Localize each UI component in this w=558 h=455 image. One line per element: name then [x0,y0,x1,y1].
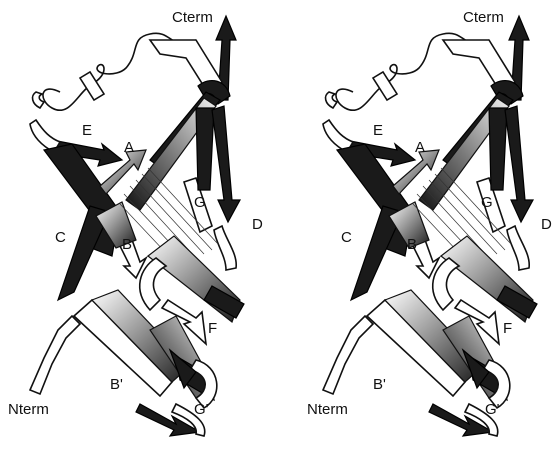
label-cterm: Cterm [463,9,504,26]
label-a: A [124,139,134,156]
label-b-prime: B' [373,376,386,393]
label-cterm: Cterm [172,9,213,26]
label-f: F [503,320,512,337]
label-nterm: Nterm [8,401,49,418]
label-b: B [122,236,132,253]
label-g-prime: G' [485,401,500,418]
right-view: Cterm E A G D C B F B' Nterm G' [307,9,552,436]
label-c: C [55,229,66,246]
label-b-prime: B' [110,376,123,393]
label-b: B [407,236,417,253]
label-nterm: Nterm [307,401,348,418]
label-g-prime: G' [194,401,209,418]
label-e: E [373,122,383,139]
label-g: G [194,194,206,211]
label-e: E [82,122,92,139]
label-g: G [481,194,493,211]
label-d: D [541,216,552,233]
label-a: A [415,139,425,156]
label-c: C [341,229,352,246]
label-d: D [252,216,263,233]
left-view: Cterm E A G D C B F B' Nterm G' [8,9,263,436]
label-f: F [208,320,217,337]
